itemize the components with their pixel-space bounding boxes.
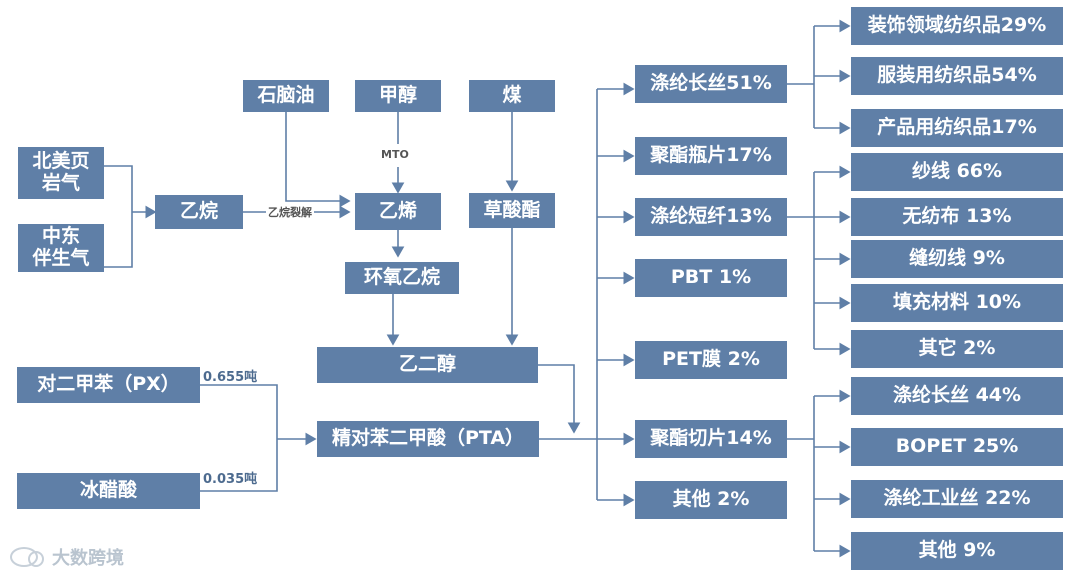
staple-use-filling: 填充材料 10% — [851, 284, 1063, 322]
product-filament: 涤纶长丝51% — [635, 65, 787, 103]
watermark-text: 大数跨境 — [52, 548, 124, 569]
product-bottle-chip: 聚酯瓶片17% — [635, 137, 787, 175]
filament-use-decor: 装饰领域纺织品29% — [851, 7, 1063, 45]
staple-use-yarn: 纱线 66% — [851, 153, 1063, 191]
acetic-ratio-label: 0.035吨 — [203, 472, 258, 487]
ethylene-oxide-box: 环氧乙烷 — [345, 262, 459, 294]
chip-use-other: 其他 9% — [851, 532, 1063, 570]
chip-use-bopet: BOPET 25% — [851, 428, 1063, 466]
coal-box: 煤 — [469, 80, 555, 112]
chip-use-industrial-yarn: 涤纶工业丝 22% — [851, 480, 1063, 518]
px-ratio-label: 0.655吨 — [203, 370, 258, 385]
meg-box: 乙二醇 — [317, 347, 538, 383]
acetic-acid-box: 冰醋酸 — [17, 473, 200, 509]
shale-gas-box: 北美页 岩气 — [18, 147, 104, 199]
staple-use-nonwoven: 无纺布 13% — [851, 198, 1063, 236]
methanol-box: 甲醇 — [355, 80, 441, 112]
oxalate-box: 草酸酯 — [469, 193, 555, 228]
watermark: 大数跨境 — [10, 544, 124, 570]
product-chips: 聚酯切片14% — [635, 420, 787, 458]
product-staple: 涤纶短纤13% — [635, 198, 787, 236]
pta-box: 精对苯二甲酸（PTA） — [317, 421, 539, 457]
product-pbt: PBT 1% — [635, 259, 787, 297]
naphtha-box: 石脑油 — [243, 80, 329, 112]
watermark-logo-icon — [10, 547, 44, 567]
staple-use-thread: 缝纫线 9% — [851, 240, 1063, 278]
ethane-cracking-label: 乙烷裂解 — [266, 204, 314, 220]
product-other: 其他 2% — [635, 481, 787, 519]
mto-label: MTO — [379, 148, 411, 161]
staple-use-other: 其它 2% — [851, 330, 1063, 368]
product-pet-film: PET膜 2% — [635, 341, 787, 379]
ethylene-box: 乙烯 — [355, 193, 441, 230]
chip-use-filament: 涤纶长丝 44% — [851, 377, 1063, 415]
filament-use-apparel: 服装用纺织品54% — [851, 57, 1063, 95]
filament-use-industrial: 产品用纺织品17% — [851, 109, 1063, 147]
associated-gas-box: 中东 伴生气 — [18, 224, 104, 272]
px-box: 对二甲苯（PX） — [17, 367, 200, 403]
ethane-box: 乙烷 — [155, 195, 243, 229]
